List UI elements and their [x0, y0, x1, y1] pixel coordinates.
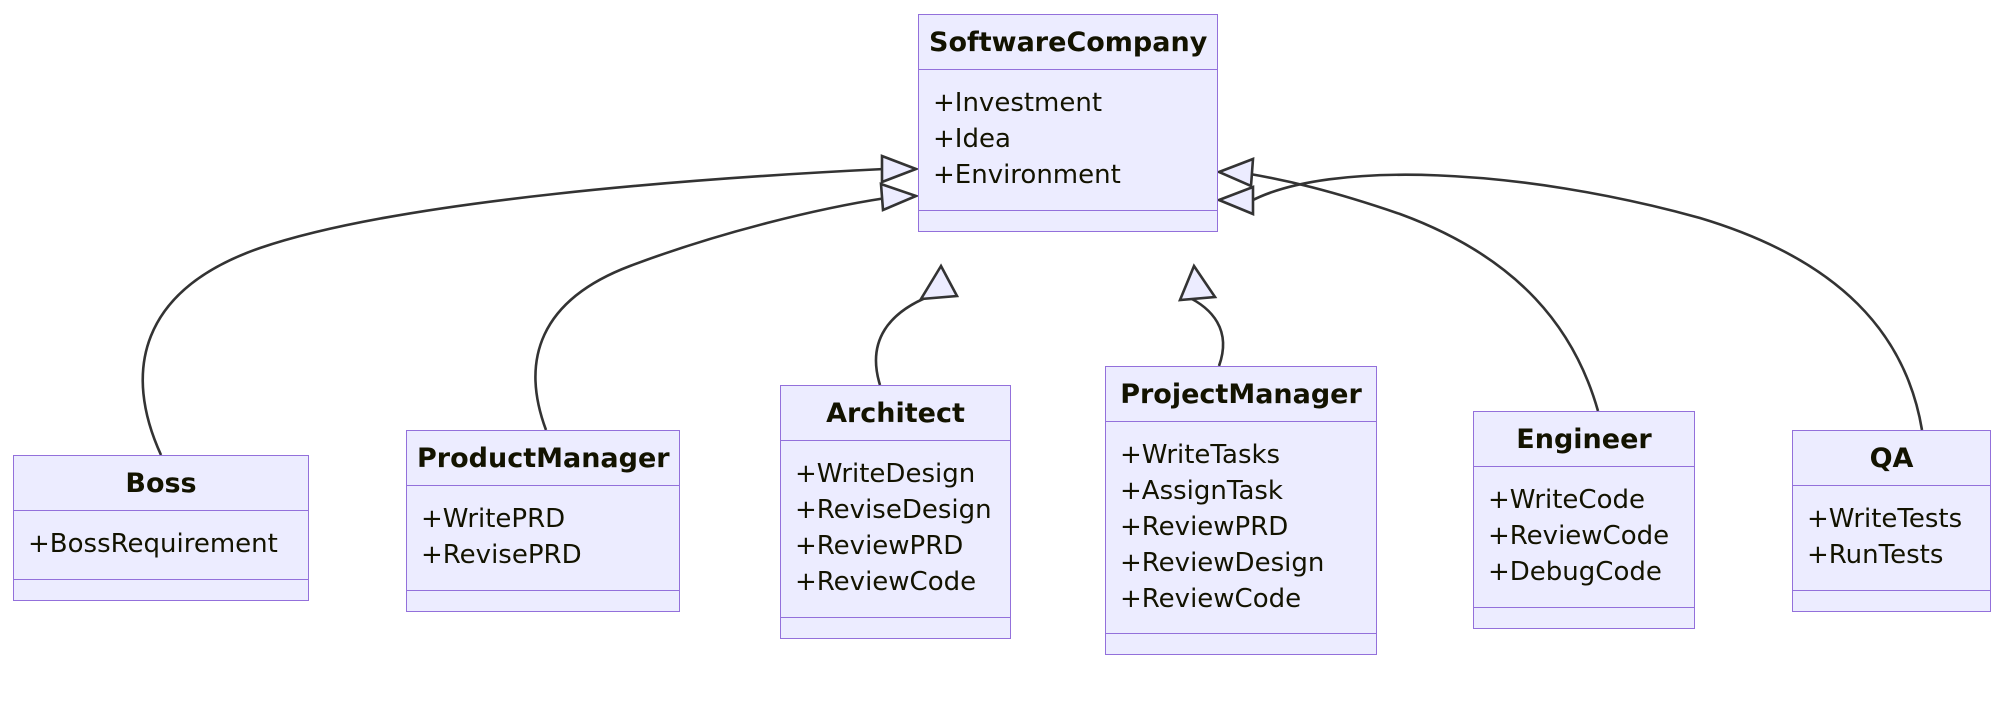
class-node-productmanager[interactable]: ProductManager +WritePRD +RevisePRD	[406, 430, 680, 612]
attribute-row: +WritePRD	[421, 504, 566, 534]
attribute-row: +ReviewDesign	[1120, 547, 1325, 578]
class-title-engineer: Engineer	[1474, 412, 1694, 467]
class-methods-boss	[14, 580, 308, 600]
class-methods-projectmanager	[1106, 634, 1376, 654]
class-attributes-boss: +BossRequirement	[14, 511, 308, 580]
class-title-architect: Architect	[781, 386, 1010, 441]
attribute-row: +WriteCode	[1488, 485, 1645, 515]
class-node-boss[interactable]: Boss +BossRequirement	[13, 455, 309, 601]
class-methods-qa	[1793, 591, 1990, 611]
attribute-row: +RunTests	[1807, 539, 1944, 570]
attribute-row: +WriteTasks	[1120, 440, 1281, 470]
class-attributes-productmanager: +WritePRD +RevisePRD	[407, 486, 679, 591]
class-methods-productmanager	[407, 591, 679, 611]
attribute-row: +ReviewPRD	[1120, 511, 1289, 542]
edge-architect-to-softwarecompany	[874, 263, 960, 386]
class-node-engineer[interactable]: Engineer +WriteCode +ReviewCode +DebugCo…	[1473, 411, 1695, 629]
attribute-row: +ReviewPRD	[795, 530, 964, 561]
class-node-architect[interactable]: Architect +WriteDesign +ReviseDesign +Re…	[780, 385, 1011, 639]
attribute-row: +RevisePRD	[421, 539, 582, 570]
class-methods-engineer	[1474, 608, 1694, 628]
edge-projectmanager-to-softwarecompany	[1177, 263, 1225, 367]
class-attributes-engineer: +WriteCode +ReviewCode +DebugCode	[1474, 467, 1694, 608]
class-attributes-qa: +WriteTests +RunTests	[1793, 486, 1990, 591]
attribute-row: +Idea	[933, 123, 1011, 154]
class-methods-softwarecompany	[919, 211, 1217, 231]
class-title-boss: Boss	[14, 456, 308, 511]
attribute-row: +ReviewCode	[1120, 583, 1302, 614]
class-title-qa: QA	[1793, 431, 1990, 486]
attribute-row: +ReviewCode	[795, 566, 977, 597]
class-attributes-projectmanager: +WriteTasks +AssignTask +ReviewPRD +Revi…	[1106, 422, 1376, 635]
class-node-projectmanager[interactable]: ProjectManager +WriteTasks +AssignTask +…	[1105, 366, 1377, 656]
class-attributes-architect: +WriteDesign +ReviseDesign +ReviewPRD +R…	[781, 441, 1010, 618]
attribute-row: +DebugCode	[1488, 556, 1662, 587]
class-node-softwarecompany[interactable]: SoftwareCompany +Investment +Idea +Envir…	[918, 14, 1218, 232]
class-title-projectmanager: ProjectManager	[1106, 367, 1376, 422]
attribute-row: +AssignTask	[1120, 475, 1283, 506]
attribute-row: +ReviewCode	[1488, 520, 1670, 551]
attribute-row: +BossRequirement	[28, 529, 278, 559]
attribute-row: +WriteDesign	[795, 459, 976, 489]
attribute-row: +WriteTests	[1807, 504, 1963, 534]
class-title-productmanager: ProductManager	[407, 431, 679, 486]
class-node-qa[interactable]: QA +WriteTests +RunTests	[1792, 430, 1991, 612]
class-title-softwarecompany: SoftwareCompany	[919, 15, 1217, 70]
attribute-row: +Environment	[933, 159, 1121, 190]
attribute-row: +Investment	[933, 88, 1103, 118]
class-methods-architect	[781, 618, 1010, 638]
attribute-row: +ReviseDesign	[795, 494, 992, 525]
class-attributes-softwarecompany: +Investment +Idea +Environment	[919, 70, 1217, 211]
